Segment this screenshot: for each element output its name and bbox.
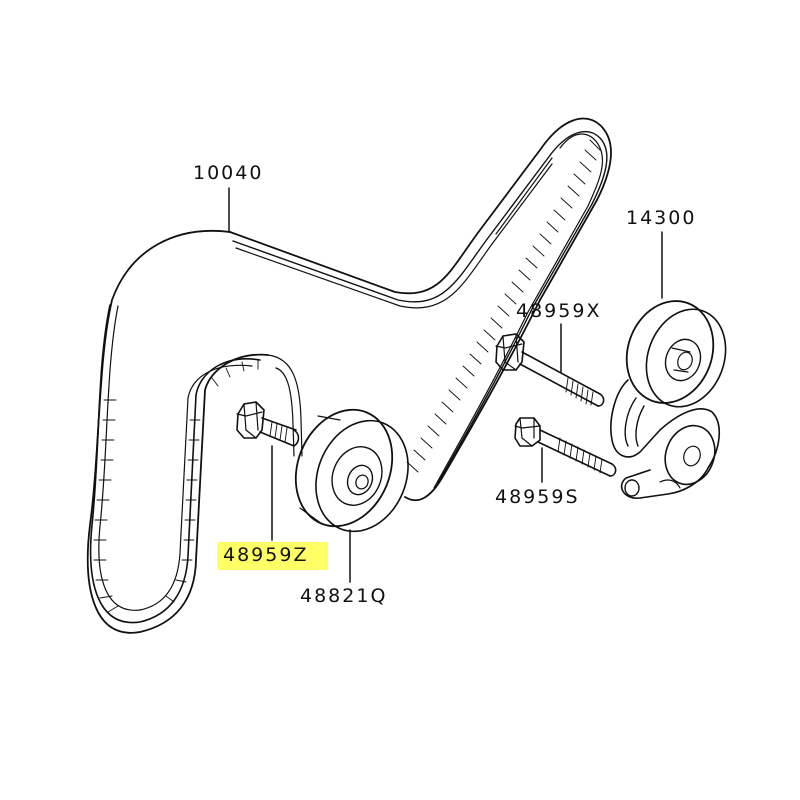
serpentine-belt <box>86 117 612 634</box>
idler-pulley <box>294 408 409 533</box>
part-label-belt[interactable]: 10040 <box>193 162 264 184</box>
part-label-idler-pulley[interactable]: 48821Q <box>300 585 388 607</box>
part-label-idler-bolt[interactable]: 48959Z <box>223 544 309 566</box>
part-label-tensioner-bolt-upper[interactable]: 48959X <box>516 300 602 322</box>
idler-bolt <box>236 401 300 447</box>
part-label-tensioner[interactable]: 14300 <box>626 207 697 229</box>
leader-lines <box>228 187 663 583</box>
auto-tensioner <box>610 300 727 499</box>
highlight-box <box>217 542 328 570</box>
tensioner-bolt-upper <box>495 333 605 407</box>
part-label-tensioner-bolt-lower[interactable]: 48959S <box>495 486 580 508</box>
tensioner-bolt-lower <box>514 417 617 477</box>
